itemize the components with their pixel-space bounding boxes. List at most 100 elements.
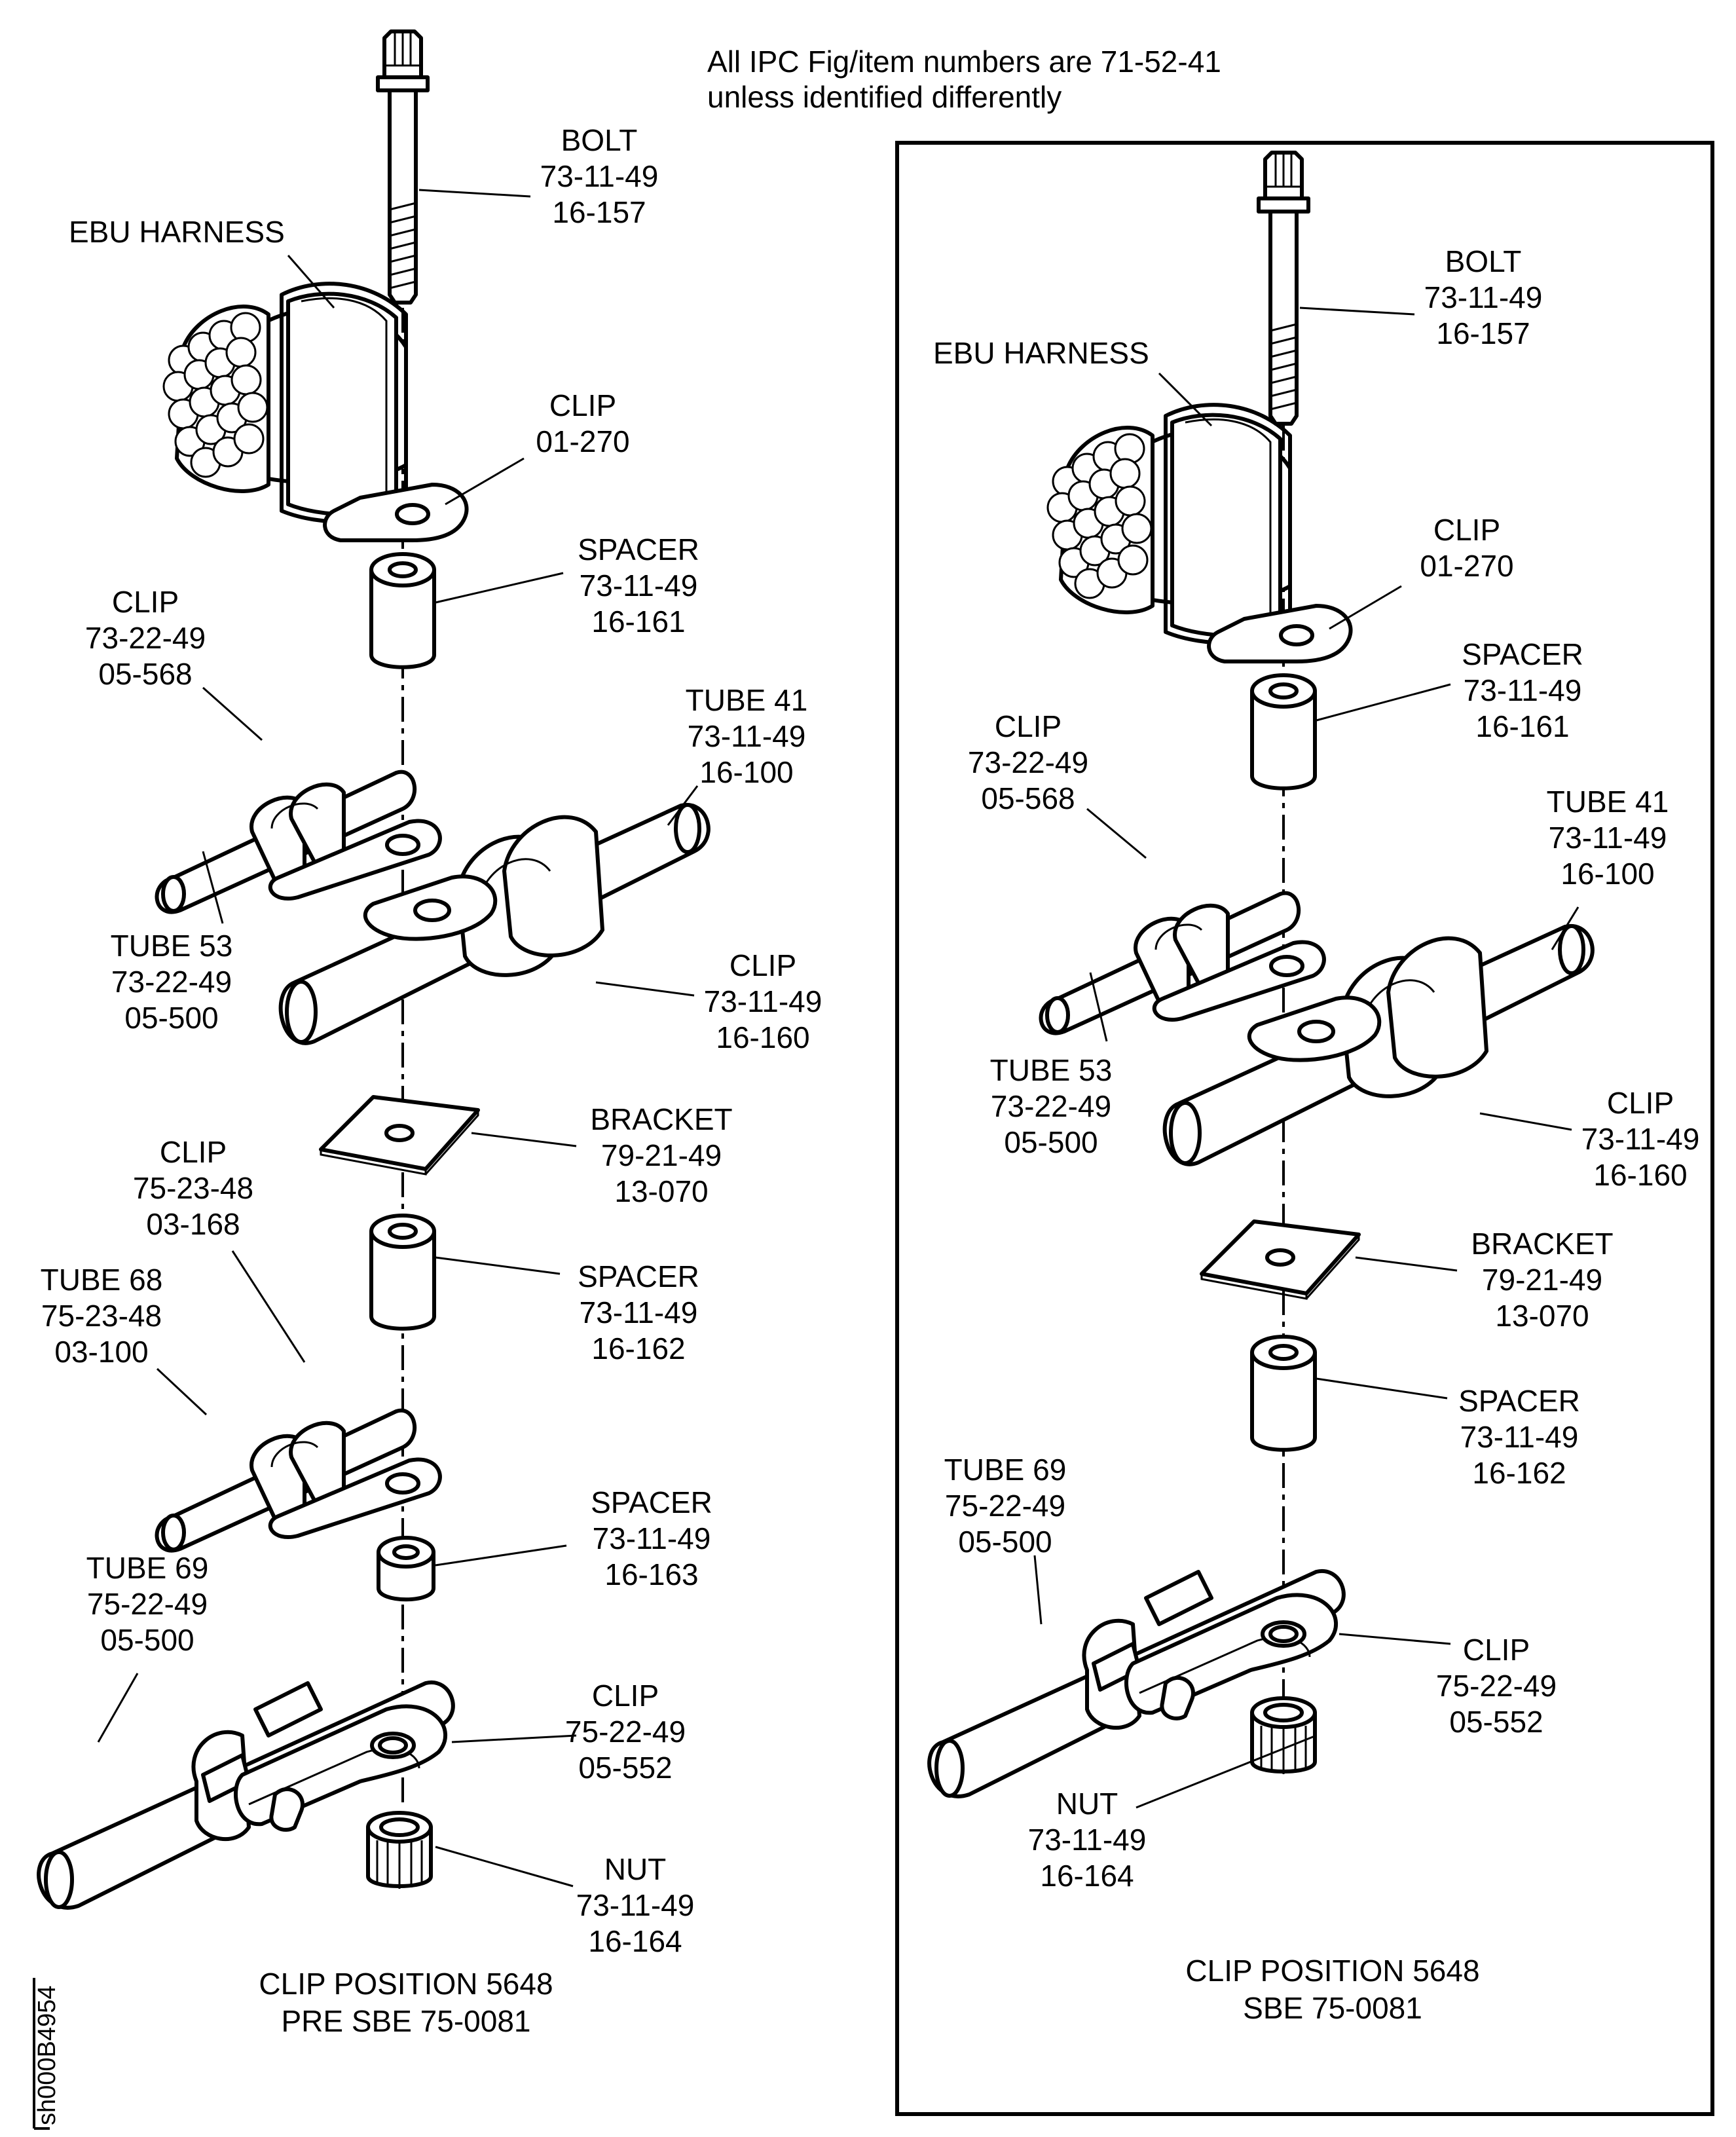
svg-text:CLIP: CLIP <box>592 1679 659 1713</box>
left-label-clip-harness: CLIP 01-270 <box>536 388 629 458</box>
left-tube41-leader <box>667 785 699 826</box>
svg-text:TUBE 41: TUBE 41 <box>1547 785 1669 819</box>
left-label-bracket: BRACKET 79-21-49 13-070 <box>590 1102 732 1208</box>
right-label-clip-69: CLIP 75-22-49 05-552 <box>1436 1633 1557 1739</box>
general-note-line-2: unless identified differently <box>707 80 1062 114</box>
svg-text:16-100: 16-100 <box>699 755 793 789</box>
svg-text:73-11-49: 73-11-49 <box>580 1295 698 1329</box>
left-bolt-part <box>378 31 428 303</box>
svg-text:73-11-49: 73-11-49 <box>593 1521 711 1555</box>
left-label-bolt: BOLT 73-11-49 16-157 <box>540 123 659 229</box>
right-view-title-line-2: SBE 75-0081 <box>1243 1991 1422 2025</box>
right-tube69-leader <box>1033 1555 1043 1625</box>
svg-text:CLIP: CLIP <box>549 388 616 422</box>
right-view-title-line-1: CLIP POSITION 5648 <box>1185 1954 1479 1988</box>
right-clip69-leader <box>1339 1633 1451 1645</box>
right-view-sbe: BOLT 73-11-49 16-157 EBU HARNESS CLIP 01… <box>895 141 1714 2116</box>
left-harness-leader <box>287 255 335 308</box>
left-label-ebu-harness: EBU HARNESS <box>69 215 285 249</box>
right-tube41-leader <box>1551 906 1579 950</box>
left-label-tube-41: TUBE 41 73-11-49 16-100 <box>686 683 808 789</box>
svg-text:NUT: NUT <box>604 1852 667 1886</box>
svg-text:16-162: 16-162 <box>591 1331 685 1366</box>
right-label-tube-41: TUBE 41 73-11-49 16-100 <box>1547 785 1669 891</box>
right-spacer-16-162-part <box>1252 1337 1315 1450</box>
left-label-clip-68: CLIP 75-23-48 03-168 <box>133 1135 253 1241</box>
left-spacer-16-162-part <box>371 1216 434 1329</box>
svg-text:SPACER: SPACER <box>1458 1384 1580 1418</box>
svg-text:TUBE 69: TUBE 69 <box>944 1453 1067 1487</box>
svg-text:CLIP: CLIP <box>1463 1633 1530 1667</box>
svg-text:BOLT: BOLT <box>561 123 638 157</box>
svg-text:16-164: 16-164 <box>1040 1859 1134 1893</box>
svg-text:03-100: 03-100 <box>54 1335 148 1369</box>
svg-text:TUBE 41: TUBE 41 <box>686 683 808 717</box>
svg-text:16-160: 16-160 <box>716 1020 809 1054</box>
left-label-tube-69: TUBE 69 75-22-49 05-500 <box>86 1551 209 1657</box>
right-label-clip-53: CLIP 73-22-49 05-568 <box>968 709 1088 815</box>
svg-text:73-11-49: 73-11-49 <box>1460 1420 1579 1454</box>
left-label-clip-69: CLIP 75-22-49 05-552 <box>565 1679 686 1785</box>
svg-text:SPACER: SPACER <box>591 1485 712 1519</box>
svg-text:16-157: 16-157 <box>1436 316 1530 350</box>
svg-text:05-568: 05-568 <box>981 781 1075 815</box>
svg-text:16-157: 16-157 <box>552 195 646 229</box>
right-clip41-leader <box>1479 1112 1572 1131</box>
svg-text:EBU HARNESS: EBU HARNESS <box>69 215 285 249</box>
right-harness-leader <box>1158 372 1213 427</box>
svg-text:73-11-49: 73-11-49 <box>1549 821 1667 855</box>
svg-text:75-22-49: 75-22-49 <box>565 1715 686 1749</box>
svg-text:73-11-49: 73-11-49 <box>580 568 698 603</box>
figure-reference-text: sh000B4954 <box>33 1986 61 2125</box>
svg-text:05-552: 05-552 <box>578 1751 672 1785</box>
right-label-nut: NUT 73-11-49 16-164 <box>1028 1787 1147 1893</box>
svg-text:CLIP: CLIP <box>1433 513 1500 547</box>
svg-text:16-162: 16-162 <box>1472 1456 1566 1490</box>
svg-text:03-168: 03-168 <box>146 1207 240 1241</box>
svg-text:CLIP: CLIP <box>729 948 796 982</box>
left-label-tube-53: TUBE 53 73-22-49 05-500 <box>111 929 233 1035</box>
right-bolt-leader <box>1299 307 1415 316</box>
left-label-spacer-1: SPACER 73-11-49 16-161 <box>578 532 699 639</box>
svg-text:13-070: 13-070 <box>1495 1299 1589 1333</box>
svg-text:75-23-48: 75-23-48 <box>41 1299 162 1333</box>
svg-text:79-21-49: 79-21-49 <box>1482 1263 1602 1297</box>
left-label-nut: NUT 73-11-49 16-164 <box>576 1852 695 1958</box>
svg-text:73-11-49: 73-11-49 <box>1464 673 1582 707</box>
left-label-spacer-3: SPACER 73-11-49 16-163 <box>591 1485 712 1591</box>
svg-text:05-500: 05-500 <box>1004 1125 1098 1159</box>
right-label-spacer-1: SPACER 73-11-49 16-161 <box>1462 637 1583 743</box>
right-clip-53-part <box>1041 893 1324 1033</box>
svg-text:TUBE 69: TUBE 69 <box>86 1551 209 1585</box>
right-bolt-part <box>1259 153 1308 424</box>
svg-text:SPACER: SPACER <box>1462 637 1583 671</box>
right-label-ebu-harness: EBU HARNESS <box>933 336 1149 370</box>
left-label-tube-68: TUBE 68 75-23-48 03-100 <box>41 1263 163 1369</box>
right-tube53-leader <box>1089 972 1108 1042</box>
right-label-clip-41: CLIP 73-11-49 16-160 <box>1581 1086 1700 1192</box>
svg-text:05-500: 05-500 <box>100 1623 194 1657</box>
svg-text:73-11-49: 73-11-49 <box>1028 1823 1147 1857</box>
right-harness-clip-part <box>1048 405 1351 661</box>
svg-text:75-22-49: 75-22-49 <box>945 1489 1065 1523</box>
left-clip69-leader <box>451 1734 577 1743</box>
svg-text:05-500: 05-500 <box>958 1525 1052 1559</box>
left-bracket-leader <box>471 1132 577 1147</box>
left-bolt-leader <box>418 189 531 198</box>
svg-text:SPACER: SPACER <box>578 1259 699 1293</box>
svg-text:73-22-49: 73-22-49 <box>991 1089 1111 1123</box>
svg-text:05-552: 05-552 <box>1449 1705 1543 1739</box>
svg-text:16-163: 16-163 <box>604 1557 698 1591</box>
right-view-frame <box>895 141 1714 2116</box>
right-label-bracket: BRACKET 79-21-49 13-070 <box>1471 1227 1613 1333</box>
svg-text:NUT: NUT <box>1056 1787 1118 1821</box>
svg-text:05-568: 05-568 <box>98 657 192 691</box>
svg-text:01-270: 01-270 <box>536 424 629 458</box>
left-view-title-line-2: PRE SBE 75-0081 <box>281 2004 530 2038</box>
svg-text:79-21-49: 79-21-49 <box>601 1138 722 1172</box>
svg-text:75-23-48: 75-23-48 <box>133 1171 253 1205</box>
left-clip-harness-leader <box>445 457 525 506</box>
general-note-line-1: All IPC Fig/item numbers are 71-52-41 <box>707 45 1221 79</box>
left-nut-part <box>368 1813 431 1889</box>
